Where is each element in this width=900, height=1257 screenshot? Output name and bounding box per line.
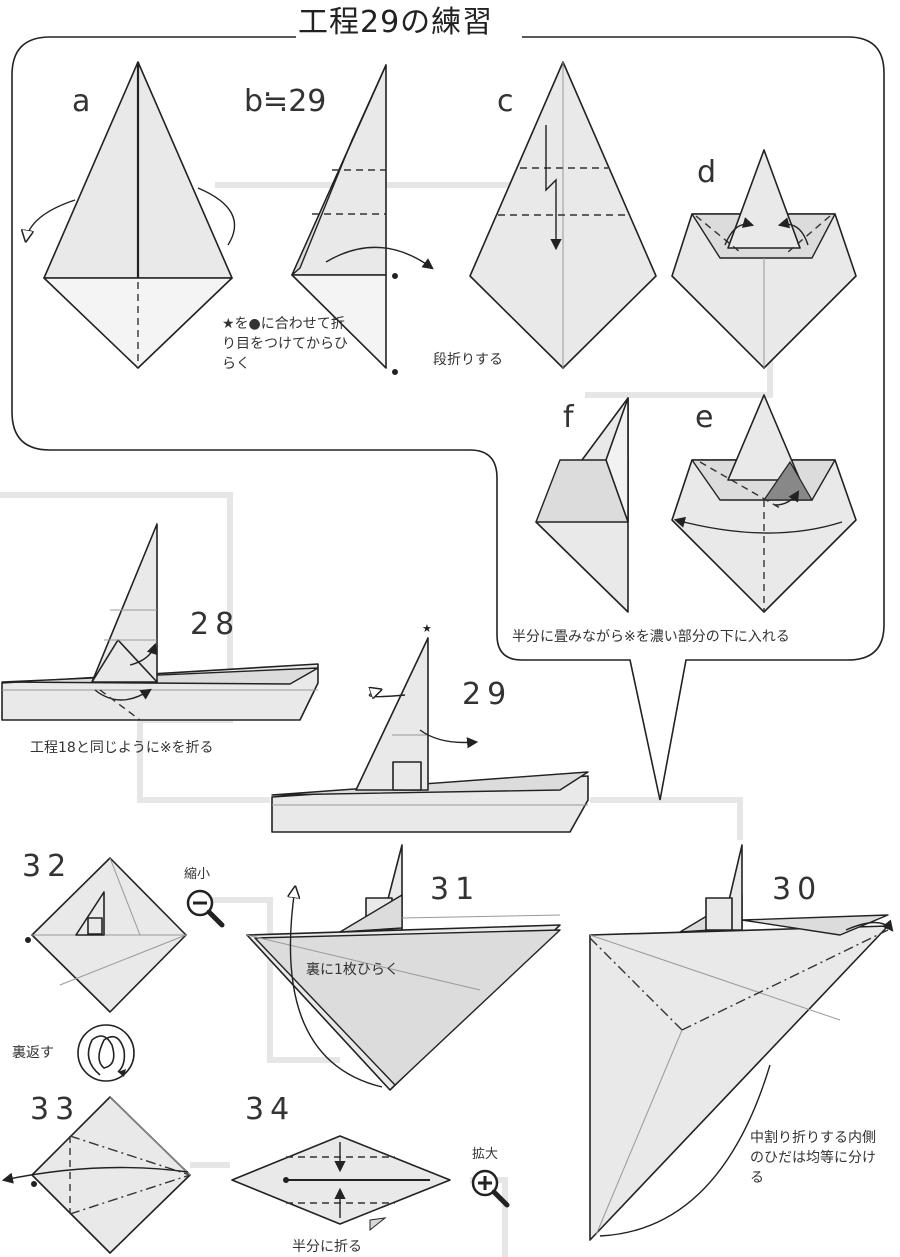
- page-title: 工程29の練習: [298, 5, 494, 40]
- step-b-label: b≒29: [244, 84, 327, 119]
- step-a-label: a: [72, 84, 91, 119]
- step-d-label: d: [697, 155, 717, 190]
- step-28-label: 28: [190, 607, 241, 642]
- step-31-label: 31: [430, 872, 481, 907]
- step-29-figure: ★: [271, 622, 589, 833]
- svg-text:★: ★: [422, 622, 432, 635]
- step-c-figure: [469, 61, 657, 369]
- step-32-figure: [25, 857, 187, 1013]
- step-31-note: 裏に1枚ひらく: [306, 962, 399, 978]
- step-e-label: e: [695, 400, 714, 435]
- step-33-label: 33: [30, 1092, 81, 1127]
- step-28-figure: [1, 523, 319, 721]
- magnifier-minus-icon: [186, 889, 225, 928]
- step-30-figure: [589, 844, 894, 1241]
- turn-over-loop-icon: [77, 1024, 135, 1082]
- step-30-note: 中割り折りする内側のひだは均等に分ける: [750, 1130, 876, 1186]
- step-d-figure: [671, 149, 857, 369]
- practice-frame: [11, 36, 885, 801]
- step-c-note: 段折りする: [433, 352, 503, 368]
- step-e-note: 半分に畳みながら※を濃い部分の下に入れる: [512, 629, 790, 645]
- step-33-figure: [1, 1096, 191, 1254]
- step-34-note: 半分に折る: [292, 1239, 362, 1255]
- step-30-label: 30: [772, 872, 823, 907]
- step-29-label: 29: [462, 677, 513, 712]
- step-28-note: 工程18と同じように※を折る: [30, 740, 214, 756]
- step-b-note: ★を●に合わせて折り目をつけてからひらく: [222, 316, 348, 372]
- step-34-label: 34: [245, 1092, 296, 1127]
- step-f-label: f: [563, 400, 574, 435]
- step-32-label: 32: [22, 849, 73, 884]
- step-a-figure: [26, 61, 236, 369]
- flip-label: 裏返す: [12, 1045, 54, 1061]
- step-e-figure: [671, 394, 857, 613]
- magnifier-plus-icon: [471, 1169, 510, 1208]
- step-31-figure: [246, 844, 561, 1091]
- step-b-figure: [291, 64, 434, 375]
- step-34-figure: [231, 1135, 451, 1232]
- step-c-label: c: [497, 84, 514, 119]
- step-f-figure: [535, 397, 629, 613]
- zoom-in-label: 拡大: [472, 1147, 499, 1162]
- zoom-out-label: 縮小: [184, 867, 211, 882]
